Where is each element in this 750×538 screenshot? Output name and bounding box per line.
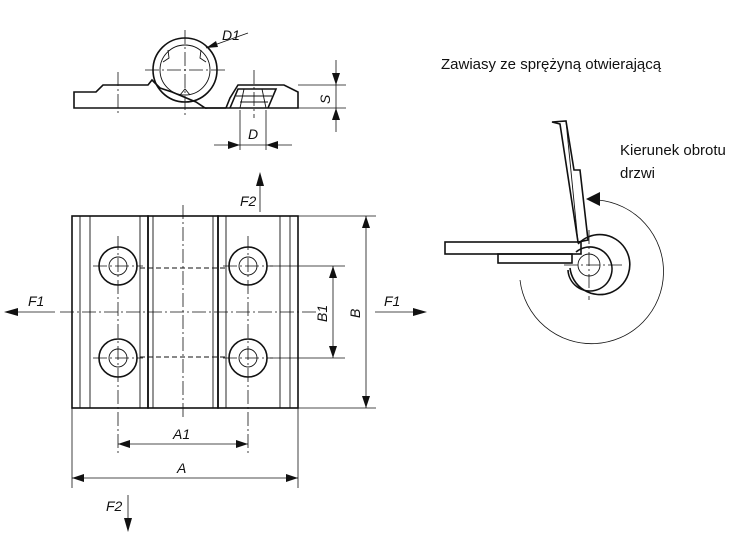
- frame-leaf: [444, 241, 582, 255]
- front-view: [4, 172, 427, 532]
- label-F2-top: F2: [240, 193, 257, 209]
- rotation-view: [444, 120, 664, 345]
- label-D: D: [248, 126, 258, 142]
- label-S: S: [317, 94, 333, 104]
- caption-title: Zawiasy ze sprężyną otwierającą: [441, 56, 662, 73]
- side-profile-view: [73, 30, 346, 150]
- rotation-label-line2: drzwi: [620, 165, 655, 182]
- rotation-arc: [519, 199, 664, 345]
- label-B1: B1: [314, 305, 330, 322]
- label-B: B: [347, 309, 363, 318]
- rotation-label-line1: Kierunek obrotu: [620, 142, 726, 159]
- label-F1-left: F1: [28, 293, 44, 309]
- label-F2-bottom: F2: [106, 498, 123, 514]
- label-F1-right: F1: [384, 293, 400, 309]
- label-A1: A1: [172, 426, 190, 442]
- label-A: A: [176, 460, 186, 476]
- label-D1: D1: [222, 27, 240, 43]
